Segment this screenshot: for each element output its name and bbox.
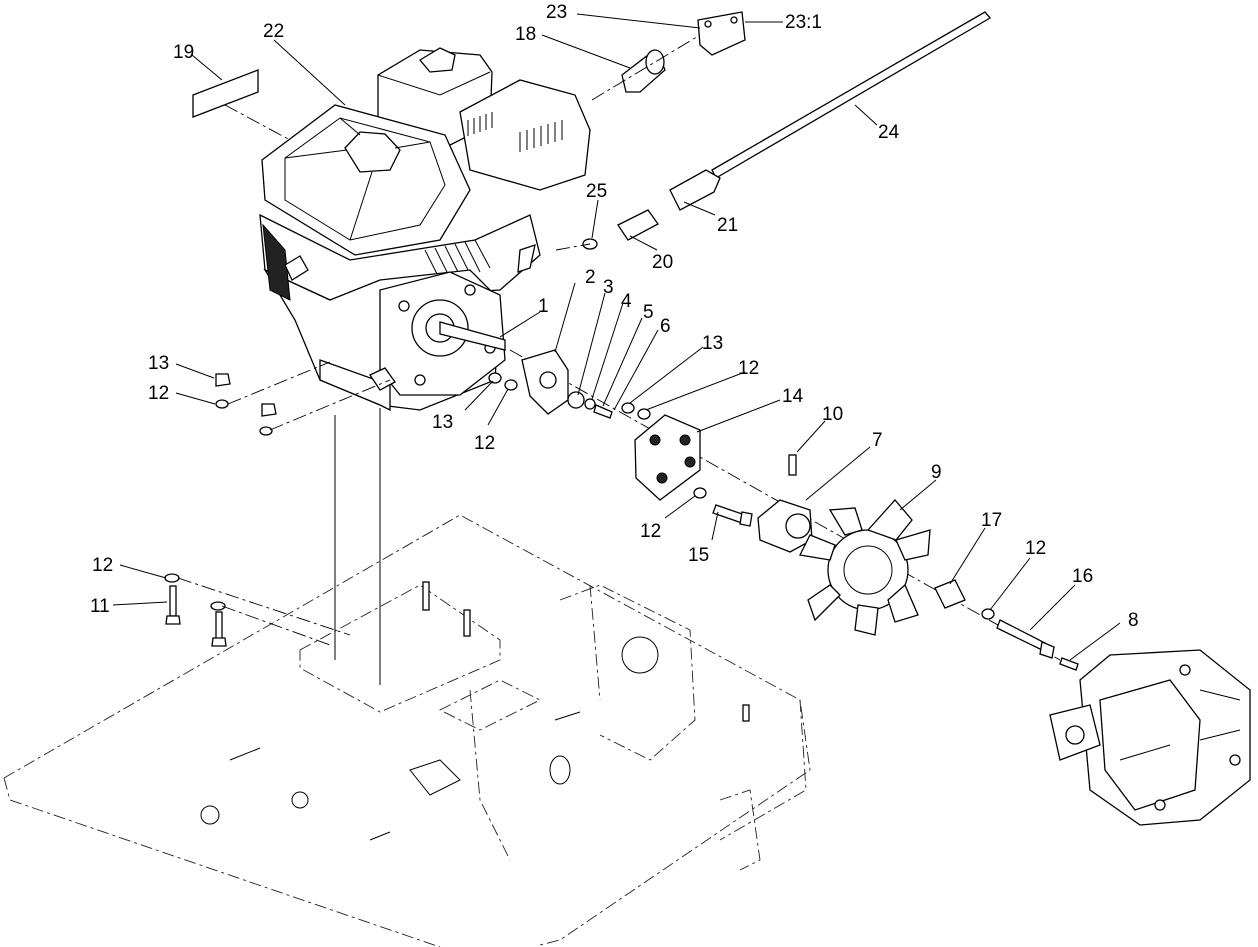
callout-7: 7: [872, 430, 883, 451]
callout-22: 22: [263, 21, 284, 42]
callout-5: 5: [643, 302, 654, 323]
bolt-group-11: [164, 573, 351, 647]
callout-13-c: 13: [702, 333, 723, 354]
decal-19: [192, 69, 291, 141]
callout-25: 25: [586, 181, 607, 202]
callout-1: 1: [538, 296, 549, 317]
callout-10: 10: [822, 404, 843, 425]
engine: [259, 47, 591, 412]
callout-23: 23: [546, 2, 567, 23]
callout-20: 20: [652, 252, 673, 273]
engine-mount-hardware: [215, 361, 391, 436]
throttle-bracket: [591, 11, 746, 101]
callout-12-b: 12: [474, 433, 495, 454]
callout-23-1: 23:1: [785, 12, 822, 33]
callout-11: 11: [90, 596, 110, 617]
callout-13-a: 13: [148, 353, 169, 374]
callout-19: 19: [173, 42, 194, 63]
callout-3: 3: [603, 277, 614, 298]
drive-line: [488, 349, 1079, 671]
fan-9: [799, 499, 931, 636]
callout-17: 17: [981, 510, 1002, 531]
callout-12-f: 12: [1025, 538, 1046, 559]
callout-12-c: 12: [738, 358, 759, 379]
callout-15: 15: [688, 545, 709, 566]
callout-14: 14: [782, 386, 804, 407]
shroud-vents: [467, 112, 563, 152]
callout-6: 6: [660, 316, 671, 337]
mower-deck: [3, 408, 811, 947]
callout-9: 9: [931, 462, 942, 483]
callout-12-e: 12: [92, 555, 113, 576]
callout-16: 16: [1072, 566, 1093, 587]
transmission: [1049, 649, 1251, 826]
control-cable-24: [555, 11, 991, 251]
leader-lines: [112, 13, 1121, 661]
callout-4: 4: [621, 291, 632, 312]
callout-2: 2: [585, 267, 596, 288]
callout-12-d: 12: [640, 521, 661, 542]
callout-18: 18: [515, 24, 536, 45]
callout-21: 21: [717, 215, 738, 236]
callout-24: 24: [878, 122, 900, 143]
callout-8: 8: [1128, 610, 1139, 631]
callout-13-b: 13: [432, 412, 453, 433]
callout-12-a: 12: [148, 383, 169, 404]
callout-labels: 1 2 3 4 5 6 7 8 9 10 11 12 12 12 12 12 1…: [90, 2, 1139, 631]
